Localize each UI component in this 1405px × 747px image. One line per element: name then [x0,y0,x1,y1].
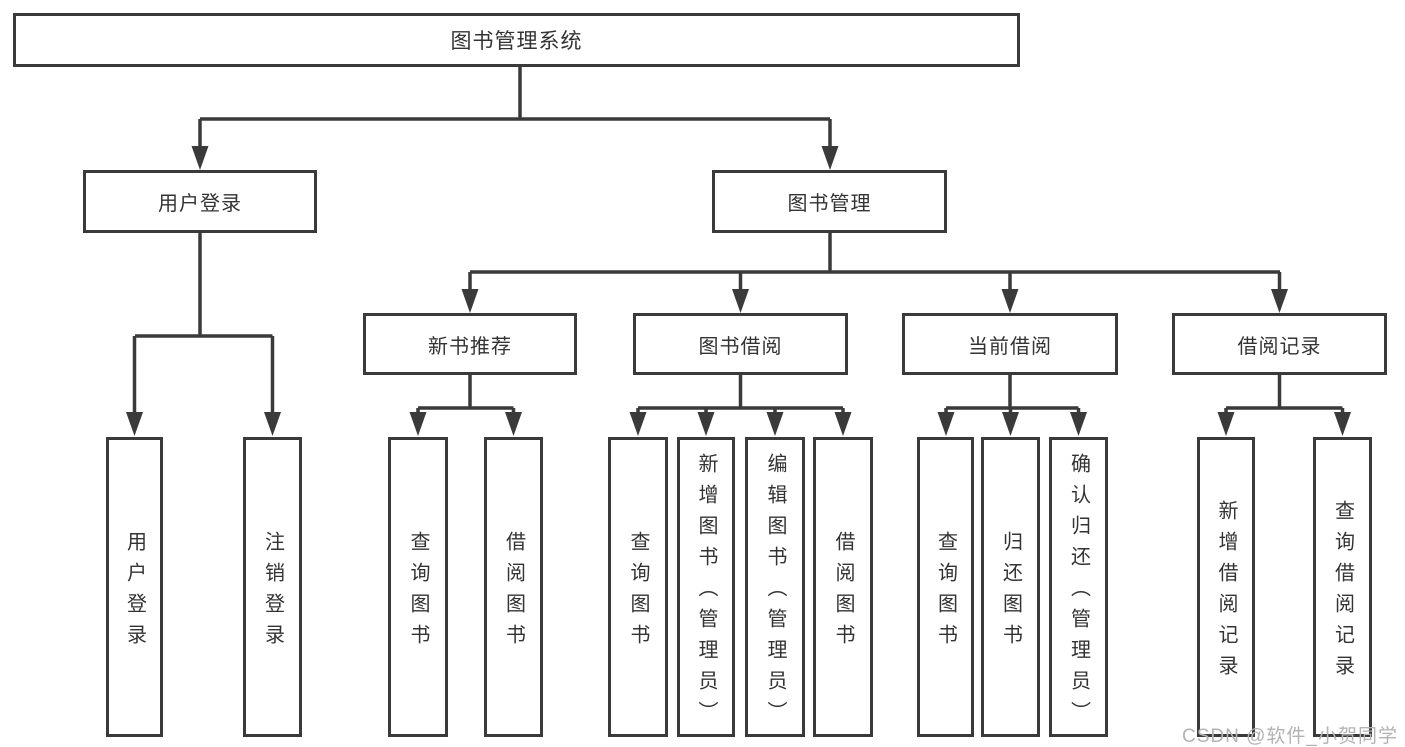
leaf-query-books-current: 查询图书 [917,437,974,737]
leaf-add-books-admin-label: 新增图书（管理员） [695,453,717,732]
node-new-book-recommendation: 新书推荐 [363,313,577,375]
leaf-edit-books-admin: 编辑图书（管理员） [745,437,805,737]
node-current-borrowing: 当前借阅 [902,313,1118,375]
node-library-management-system: 图书管理系统 [13,13,1020,67]
leaf-add-books-admin: 新增图书（管理员） [677,437,735,737]
node-book-management-module: 图书管理 [712,170,947,233]
leaf-user-login-label: 用户登录 [123,530,146,655]
leaf-add-borrow-record: 新增借阅记录 [1197,437,1255,737]
leaf-logout: 注销登录 [243,437,302,737]
leaf-borrow-books-recommendation-label: 借阅图书 [502,530,525,655]
leaf-logout-label: 注销登录 [261,530,284,655]
leaf-query-books-recommendation: 查询图书 [388,437,448,737]
leaf-query-books-borrowing-label: 查询图书 [627,530,649,655]
node-book-borrowing: 图书借阅 [633,313,848,375]
leaf-query-books-recommendation-label: 查询图书 [407,530,429,655]
leaf-query-books-current-label: 查询图书 [934,530,957,655]
leaf-query-books-borrowing: 查询图书 [608,437,668,737]
leaf-confirm-return-admin-label: 确认归还（管理员） [1067,453,1090,732]
leaf-query-borrow-record: 查询借阅记录 [1313,437,1372,737]
node-borrowing-records: 借阅记录 [1172,313,1387,375]
leaf-borrow-books-borrowing: 借阅图书 [813,437,873,737]
leaf-query-borrow-record-label: 查询借阅记录 [1331,499,1354,686]
leaf-return-books-label: 归还图书 [999,530,1022,655]
node-user-login-module: 用户登录 [83,170,317,233]
leaf-borrow-books-borrowing-label: 借阅图书 [832,530,854,655]
leaf-add-borrow-record-label: 新增借阅记录 [1215,499,1237,686]
leaf-edit-books-admin-label: 编辑图书（管理员） [764,453,786,732]
leaf-confirm-return-admin: 确认归还（管理员） [1049,437,1108,737]
leaf-return-books: 归还图书 [981,437,1040,737]
leaf-borrow-books-recommendation: 借阅图书 [484,437,543,737]
leaf-user-login: 用户登录 [106,437,163,737]
